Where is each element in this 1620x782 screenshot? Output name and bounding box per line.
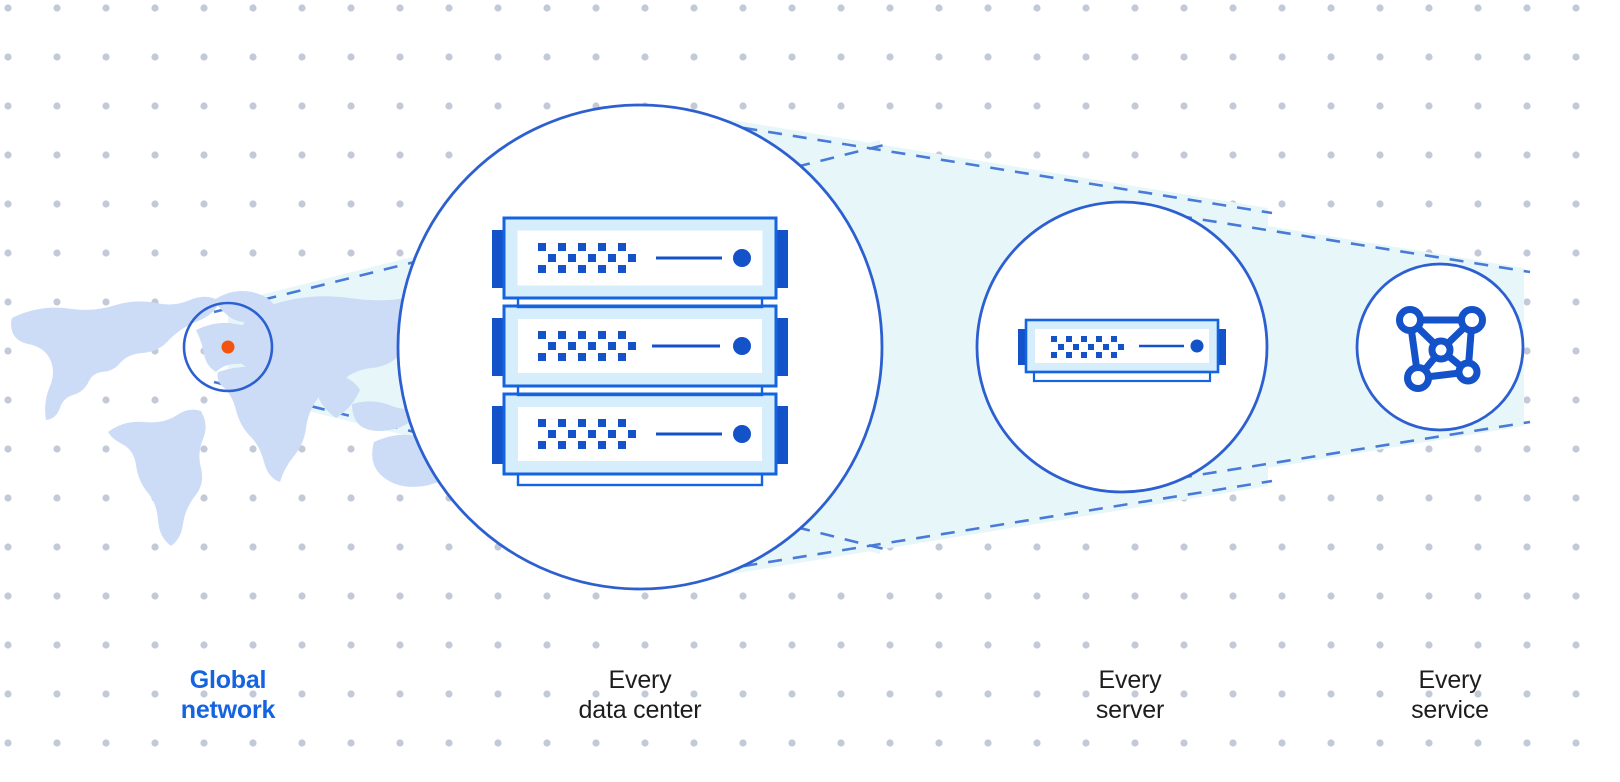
- server-unit-ports: [1051, 336, 1124, 358]
- rack-connector-bars: [516, 296, 764, 487]
- data-center-group: [396, 103, 884, 591]
- dashed-line-server-bottom: [1103, 420, 1531, 492]
- map-india: [312, 374, 360, 418]
- node-top-right: [1458, 306, 1486, 334]
- global-zoom-circle: [182, 301, 274, 393]
- map-north-america: [11, 296, 220, 420]
- node-bottom-left: [1404, 364, 1432, 392]
- global-location-marker: [221, 340, 235, 354]
- rack-base: [516, 472, 764, 487]
- rack-unit-1: [492, 216, 788, 300]
- world-map-icon: [11, 290, 470, 546]
- rack-unit-1-ports: [538, 243, 636, 273]
- caption-every-server: Every server: [1095, 666, 1165, 724]
- rack-unit-2-ports: [538, 331, 636, 361]
- server-unit-indicator: [1190, 339, 1204, 353]
- map-southeast-asia: [352, 401, 420, 431]
- caption-every-data-center: Every data center: [578, 666, 702, 724]
- service-group: [1355, 262, 1525, 432]
- rack-unit-3-indicator: [733, 425, 751, 443]
- rack-gap-1: [516, 296, 764, 309]
- rack-unit-1-indicator: [733, 249, 751, 267]
- rack-unit-2: [492, 304, 788, 388]
- node-center: [1428, 337, 1454, 363]
- caption-global-network: Global network: [180, 666, 276, 724]
- node-bottom-right: [1455, 359, 1481, 385]
- network-graph-nodes: [1396, 306, 1486, 392]
- map-south-america: [108, 409, 206, 546]
- node-top-left: [1396, 306, 1424, 334]
- server-rack-icon: [492, 216, 788, 487]
- caption-every-service: Every service: [1411, 666, 1489, 724]
- rack-unit-3: [492, 392, 788, 476]
- rack-unit-3-ports: [538, 419, 636, 449]
- rack-unit-2-indicator: [733, 337, 751, 355]
- dashed-line-server-top: [1103, 202, 1531, 274]
- rack-unit-2-panel: [518, 319, 762, 373]
- server-unit-icon: [1018, 318, 1226, 383]
- rack-gap-2: [516, 384, 764, 397]
- network-graph-icon: [1396, 306, 1486, 392]
- server-group: [975, 200, 1269, 494]
- server-unit-base: [1032, 370, 1212, 383]
